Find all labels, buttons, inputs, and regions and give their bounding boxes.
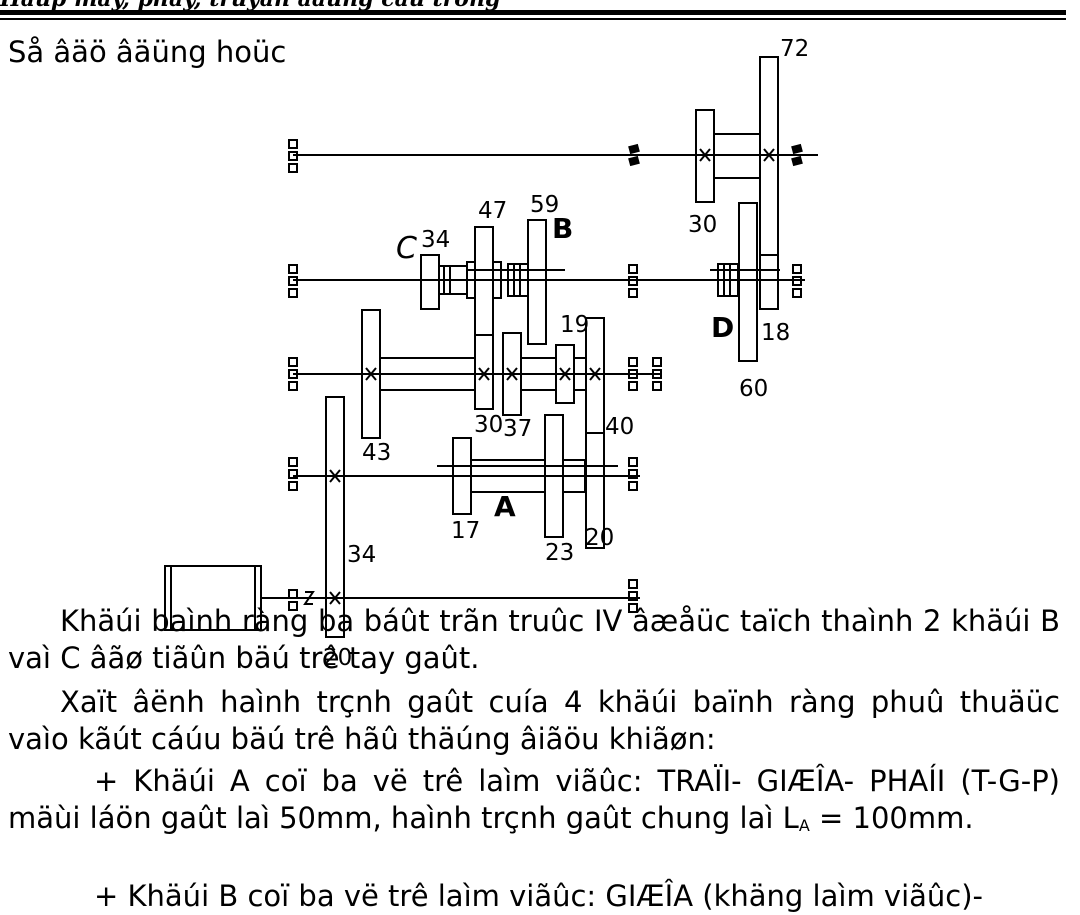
bearing-icons bbox=[288, 139, 802, 613]
gear-label: 60 bbox=[739, 376, 768, 402]
gear-label: 47 bbox=[478, 198, 507, 224]
header-rule-thin bbox=[0, 18, 1066, 20]
block-label-a: A bbox=[494, 490, 516, 523]
paragraph: + Khäúi A coï ba vë trê laìm viãûc: TRAÏ… bbox=[8, 763, 1060, 844]
header-rule bbox=[0, 10, 1066, 15]
gear-label: 30 bbox=[688, 212, 717, 238]
paragraph-text: + Khäúi A coï ba vë trê laìm viãûc: TRAÏ… bbox=[8, 764, 1060, 835]
gear-label: 23 bbox=[545, 540, 574, 566]
gear-label: 20 bbox=[585, 525, 614, 551]
block-label-d: D bbox=[711, 311, 734, 344]
paragraph: Xaït âënh haình trçnh gaût cuía 4 khäúi … bbox=[8, 685, 1060, 756]
section-title: Så âäö âäüng hoüc bbox=[8, 35, 287, 69]
paragraph: + Khäúi B coï ba vë trê laìm viãûc: GIÆÎ… bbox=[94, 879, 984, 913]
kinematic-diagram: 72 30 47 59 34 19 18 60 43 30 37 40 17 2… bbox=[164, 36, 818, 671]
gear-label: 59 bbox=[530, 192, 559, 218]
gear-label: 30 bbox=[474, 412, 503, 438]
gear-label: 34 bbox=[347, 542, 376, 568]
block-label-b: B bbox=[552, 212, 573, 245]
gear-label: 40 bbox=[605, 414, 634, 440]
running-header: Häüp máy, phay, truyãn àäüng cäü trong bbox=[0, 0, 1066, 12]
gear-label: 18 bbox=[761, 320, 790, 346]
gear-label: 19 bbox=[560, 312, 589, 338]
gear-label: 72 bbox=[780, 36, 809, 62]
gear-label: 17 bbox=[451, 518, 480, 544]
block-label-c: C bbox=[396, 231, 417, 266]
subscript: A bbox=[798, 816, 810, 835]
paragraph: Khäúi baình ràng ba báût trãn truûc IV â… bbox=[8, 604, 1060, 675]
paragraph-text: = 100mm. bbox=[809, 801, 974, 835]
gear-label: 37 bbox=[503, 416, 532, 442]
gear-label: 20 bbox=[323, 645, 352, 671]
gear-label: 43 bbox=[362, 440, 391, 466]
gear-label: 34 bbox=[421, 227, 450, 253]
